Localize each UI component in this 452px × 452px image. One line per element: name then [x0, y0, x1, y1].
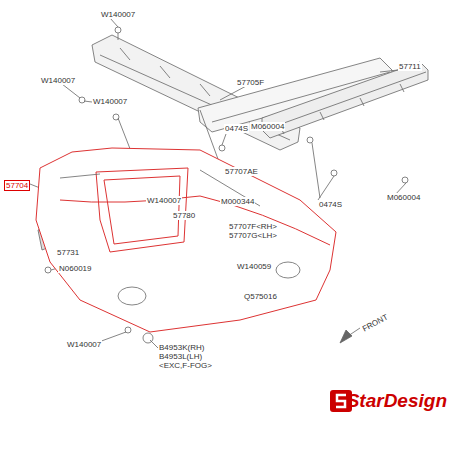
part-number: 0474S: [224, 124, 249, 133]
part-number: 57780: [172, 211, 196, 220]
part-number: 57707AE: [224, 167, 259, 176]
part-number: 57704: [4, 180, 30, 191]
part-number: W140007: [92, 97, 128, 106]
part-number: M000344: [220, 197, 255, 206]
part-number: M060004: [386, 193, 421, 202]
part-number: B4953K(RH): [158, 343, 205, 352]
part-number: N060019: [58, 264, 92, 273]
part-number: 0474S: [318, 200, 343, 209]
part-number: W140007: [146, 196, 182, 205]
part-number: Q575016: [243, 292, 278, 301]
part-number: FRONT: [360, 312, 390, 334]
part-number: W140007: [66, 340, 102, 349]
part-number: <EXC,F-FOG>: [158, 361, 213, 370]
part-number: 57705F: [236, 78, 265, 87]
part-number: B4953L(LH): [158, 352, 203, 361]
part-number: 57707F<RH>: [228, 222, 278, 231]
part-number: W140007: [100, 10, 136, 19]
part-number: 57707G<LH>: [228, 231, 278, 240]
part-number: 57731: [56, 248, 80, 257]
part-number: W140007: [40, 76, 76, 85]
part-number: W140059: [236, 262, 272, 271]
watermark: StarDesign: [346, 390, 448, 412]
part-number: 57711: [398, 62, 422, 71]
part-number: M060004: [250, 122, 285, 131]
